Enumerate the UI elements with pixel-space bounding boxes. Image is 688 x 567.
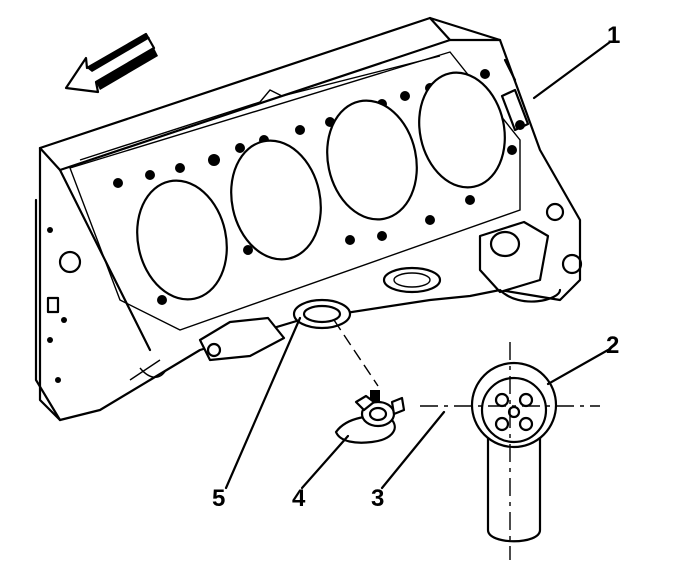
cylinder-bore-2 [230, 139, 322, 261]
front-direction-arrow-icon [64, 32, 158, 94]
callout-3: 3 [371, 485, 385, 512]
leader-lines [224, 40, 612, 490]
cylinder-bore-3 [326, 99, 418, 221]
engine-block [34, 16, 583, 422]
cylinder-bore-4 [418, 71, 506, 189]
callout-2: 2 [606, 332, 620, 359]
centerline [333, 319, 379, 387]
callout-1: 1 [607, 22, 621, 49]
callout-5: 5 [212, 485, 226, 512]
leader-5 [224, 316, 302, 490]
leader-1 [532, 40, 612, 100]
cylinder-bore-1 [136, 179, 228, 301]
callout-4: 4 [292, 485, 306, 512]
leader-4 [300, 434, 350, 490]
oil-pump-pickup [420, 342, 600, 560]
leader-2 [546, 348, 610, 386]
oil-gallery-plug [334, 390, 406, 444]
leader-3 [380, 410, 446, 490]
gallery-plug-bore [292, 298, 352, 330]
